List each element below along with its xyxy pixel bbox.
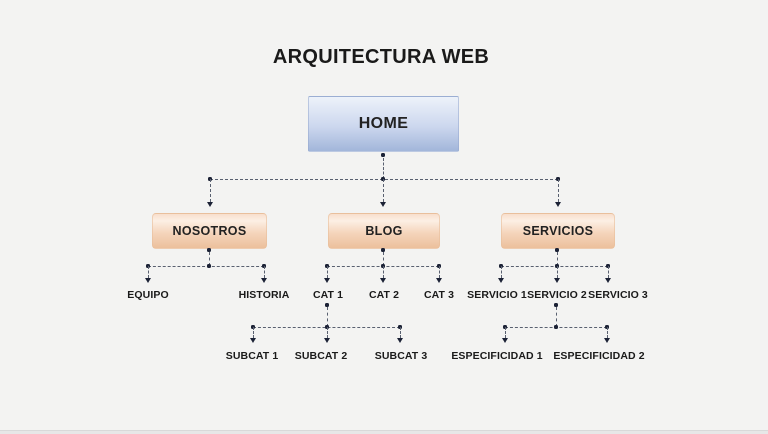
leaf-cat-3: CAT 3 bbox=[423, 289, 455, 301]
junction-dot bbox=[381, 248, 385, 252]
dashed-line bbox=[383, 179, 384, 202]
dashed-line bbox=[505, 327, 506, 338]
dashed-line bbox=[327, 307, 328, 327]
window-bottom-edge bbox=[0, 430, 768, 434]
leaf-cat-1: CAT 1 bbox=[312, 289, 344, 301]
dashed-line bbox=[558, 179, 559, 202]
dashed-line bbox=[209, 252, 210, 266]
node-nosotros: NOSOTROS bbox=[152, 213, 267, 249]
node-servicios: SERVICIOS bbox=[501, 213, 615, 249]
junction-dot bbox=[555, 248, 559, 252]
leaf-servicio-3: SERVICIO 3 bbox=[588, 289, 648, 301]
arrowhead-down-icon bbox=[555, 202, 561, 207]
arrowhead-down-icon bbox=[261, 278, 267, 283]
node-servicios-label: SERVICIOS bbox=[522, 224, 594, 238]
dashed-line bbox=[556, 307, 557, 327]
dashed-line bbox=[383, 266, 384, 278]
arrowhead-down-icon bbox=[250, 338, 256, 343]
junction-dot bbox=[554, 325, 558, 329]
dashed-line bbox=[327, 327, 328, 338]
leaf-especificidad-1: ESPECIFICIDAD 1 bbox=[451, 350, 543, 362]
dashed-line bbox=[400, 327, 401, 338]
arrowhead-down-icon bbox=[380, 202, 386, 207]
dashed-line bbox=[501, 266, 608, 267]
node-home: HOME bbox=[308, 96, 459, 152]
junction-dot bbox=[207, 248, 211, 252]
dashed-line bbox=[148, 266, 264, 267]
junction-dot bbox=[381, 153, 385, 157]
arrowhead-down-icon bbox=[502, 338, 508, 343]
dashed-line bbox=[439, 266, 440, 278]
leaf-servicio-1: SERVICIO 1 bbox=[467, 289, 527, 301]
dashed-line bbox=[210, 179, 211, 202]
dashed-line bbox=[557, 266, 558, 278]
leaf-especificidad-2: ESPECIFICIDAD 2 bbox=[553, 350, 645, 362]
diagram-title: ARQUITECTURA WEB bbox=[272, 46, 490, 68]
node-nosotros-label: NOSOTROS bbox=[172, 224, 247, 238]
leaf-historia: HISTORIA bbox=[238, 289, 290, 301]
leaf-subcat-1: SUBCAT 1 bbox=[225, 350, 279, 362]
arrowhead-down-icon bbox=[324, 278, 330, 283]
dashed-line bbox=[557, 252, 558, 266]
arrowhead-down-icon bbox=[324, 338, 330, 343]
junction-dot bbox=[554, 303, 558, 307]
leaf-subcat-3: SUBCAT 3 bbox=[374, 350, 428, 362]
node-blog-label: BLOG bbox=[365, 224, 403, 238]
arrowhead-down-icon bbox=[554, 278, 560, 283]
dashed-line bbox=[501, 266, 502, 278]
arrowhead-down-icon bbox=[145, 278, 151, 283]
arrowhead-down-icon bbox=[397, 338, 403, 343]
arrowhead-down-icon bbox=[604, 338, 610, 343]
node-blog: BLOG bbox=[328, 213, 440, 249]
dashed-line bbox=[607, 327, 608, 338]
junction-dot bbox=[325, 303, 329, 307]
leaf-equipo: EQUIPO bbox=[127, 289, 169, 301]
dashed-line bbox=[383, 158, 384, 179]
dashed-line bbox=[148, 266, 149, 278]
leaf-cat-2: CAT 2 bbox=[368, 289, 400, 301]
dashed-line bbox=[383, 252, 384, 266]
arrowhead-down-icon bbox=[605, 278, 611, 283]
node-home-label: HOME bbox=[358, 115, 409, 132]
junction-dot bbox=[207, 264, 211, 268]
dashed-line bbox=[327, 266, 328, 278]
leaf-subcat-2: SUBCAT 2 bbox=[294, 350, 348, 362]
dashed-line bbox=[608, 266, 609, 278]
dashed-line bbox=[264, 266, 265, 278]
arrowhead-down-icon bbox=[436, 278, 442, 283]
leaf-servicio-2: SERVICIO 2 bbox=[527, 289, 587, 301]
arrowhead-down-icon bbox=[207, 202, 213, 207]
dashed-line bbox=[253, 327, 254, 338]
arrowhead-down-icon bbox=[498, 278, 504, 283]
arrowhead-down-icon bbox=[380, 278, 386, 283]
